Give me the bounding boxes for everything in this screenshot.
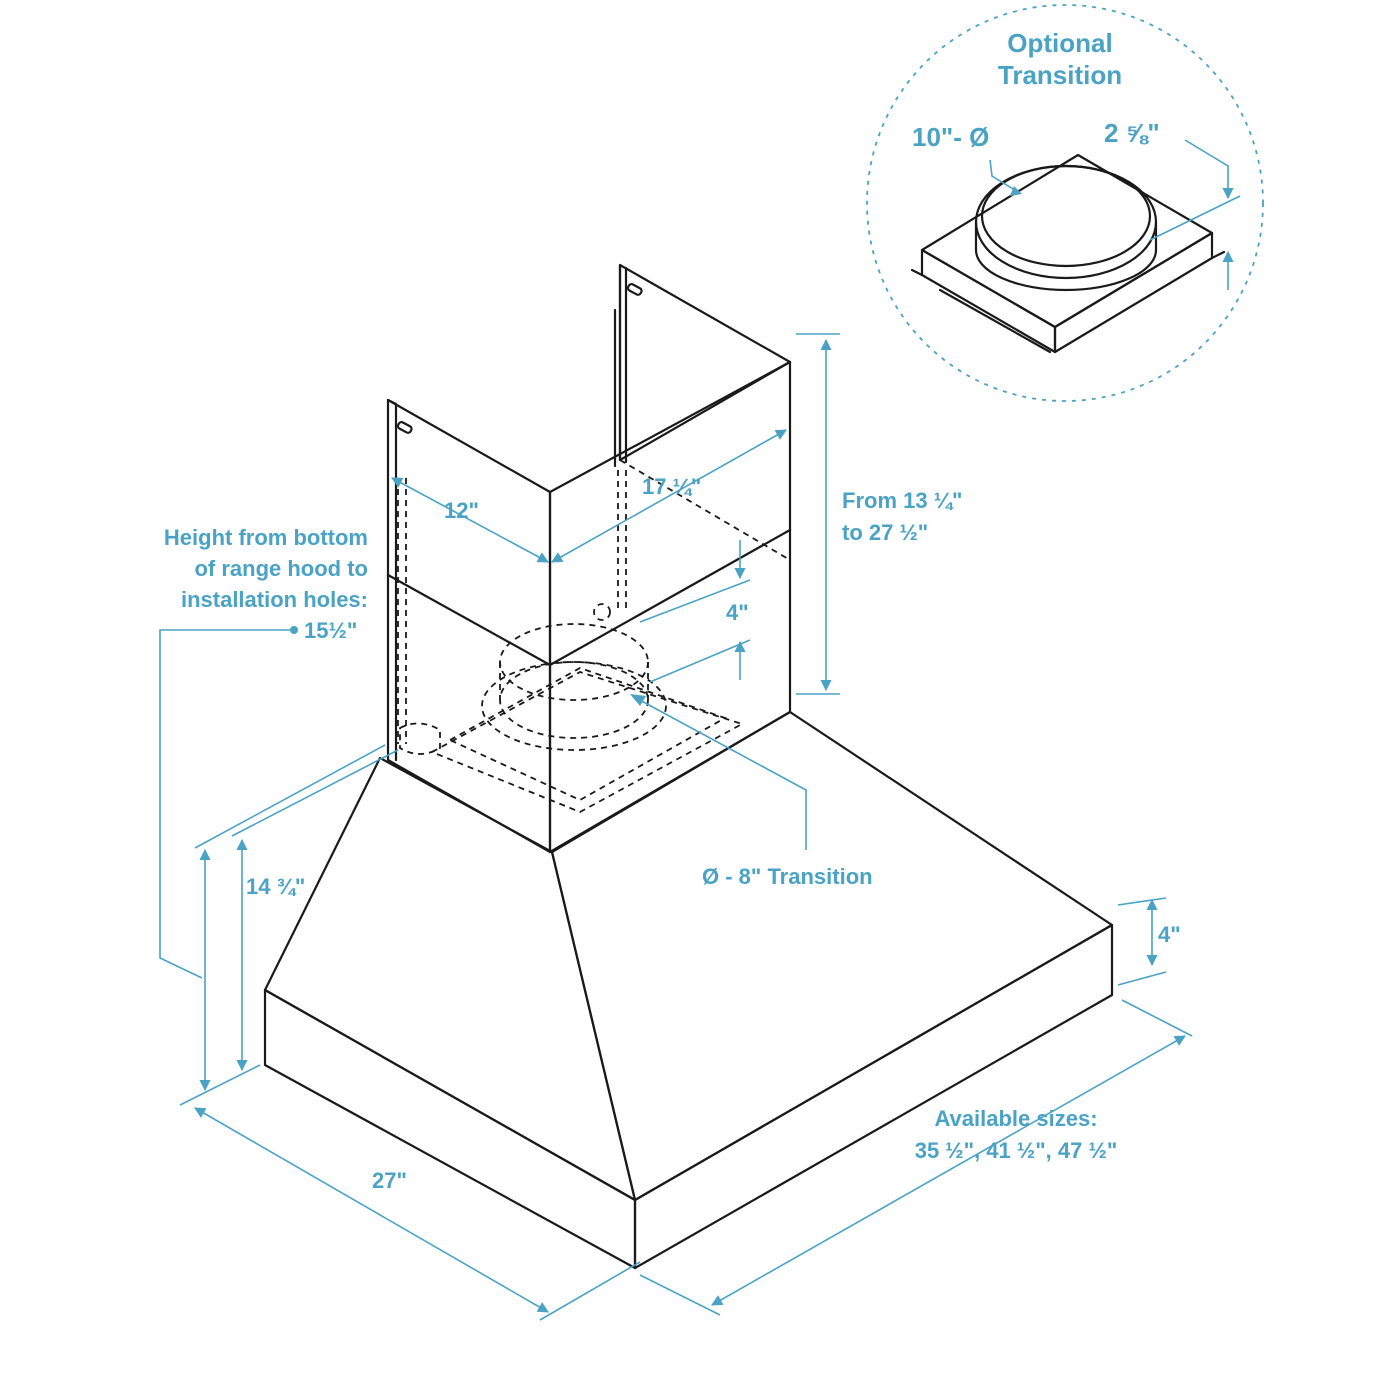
collar-4-label: 4" (726, 600, 749, 625)
sizes-line2: 35 ½", 41 ½", 47 ½" (915, 1138, 1118, 1163)
insert-title-line2: Transition (998, 60, 1122, 90)
holes-label-line3: installation holes: (181, 587, 368, 612)
front-4-label: 4" (1158, 922, 1181, 947)
hood-front-panel (263, 988, 637, 1270)
insert-callout-circle (866, 4, 1264, 402)
dimension-lines (159, 333, 1193, 1321)
transition-8-label: Ø - 8" Transition (702, 864, 873, 889)
insert-title-line1: Optional (1007, 28, 1112, 58)
holes-value-label: 15½" (304, 618, 357, 643)
chimney-front-panel (386, 398, 552, 854)
hood-height-label: 14 ¾" (246, 874, 305, 899)
chimney-range-line2: to 27 ½" (842, 520, 928, 545)
labels: Optional Transition 10"- Ø 2 ⅝" 12" 17 ¼… (164, 28, 1181, 1193)
holes-label-line2: of range hood to (194, 556, 368, 581)
insert-height-label: 2 ⅝" (1104, 118, 1160, 148)
insert-diameter-label: 10"- Ø (912, 122, 989, 152)
optional-transition-insert (866, 4, 1264, 402)
depth-17-label: 17 ¼" (642, 474, 701, 499)
width-12-label: 12" (444, 498, 479, 523)
chimney-range-line1: From 13 ¼" (842, 488, 962, 513)
sizes-line1: Available sizes: (934, 1106, 1097, 1131)
chimney-back-panel (618, 263, 792, 462)
depth-27-label: 27" (372, 1168, 407, 1193)
chimney-joint-side (548, 528, 792, 667)
chimney-joint-front (386, 573, 552, 667)
holes-label-line1: Height from bottom (164, 525, 368, 550)
hood-side-panel (633, 923, 1114, 1270)
chimney-side-panel (548, 360, 792, 854)
hood-sloped-front (263, 756, 637, 1202)
chimney (386, 263, 792, 854)
